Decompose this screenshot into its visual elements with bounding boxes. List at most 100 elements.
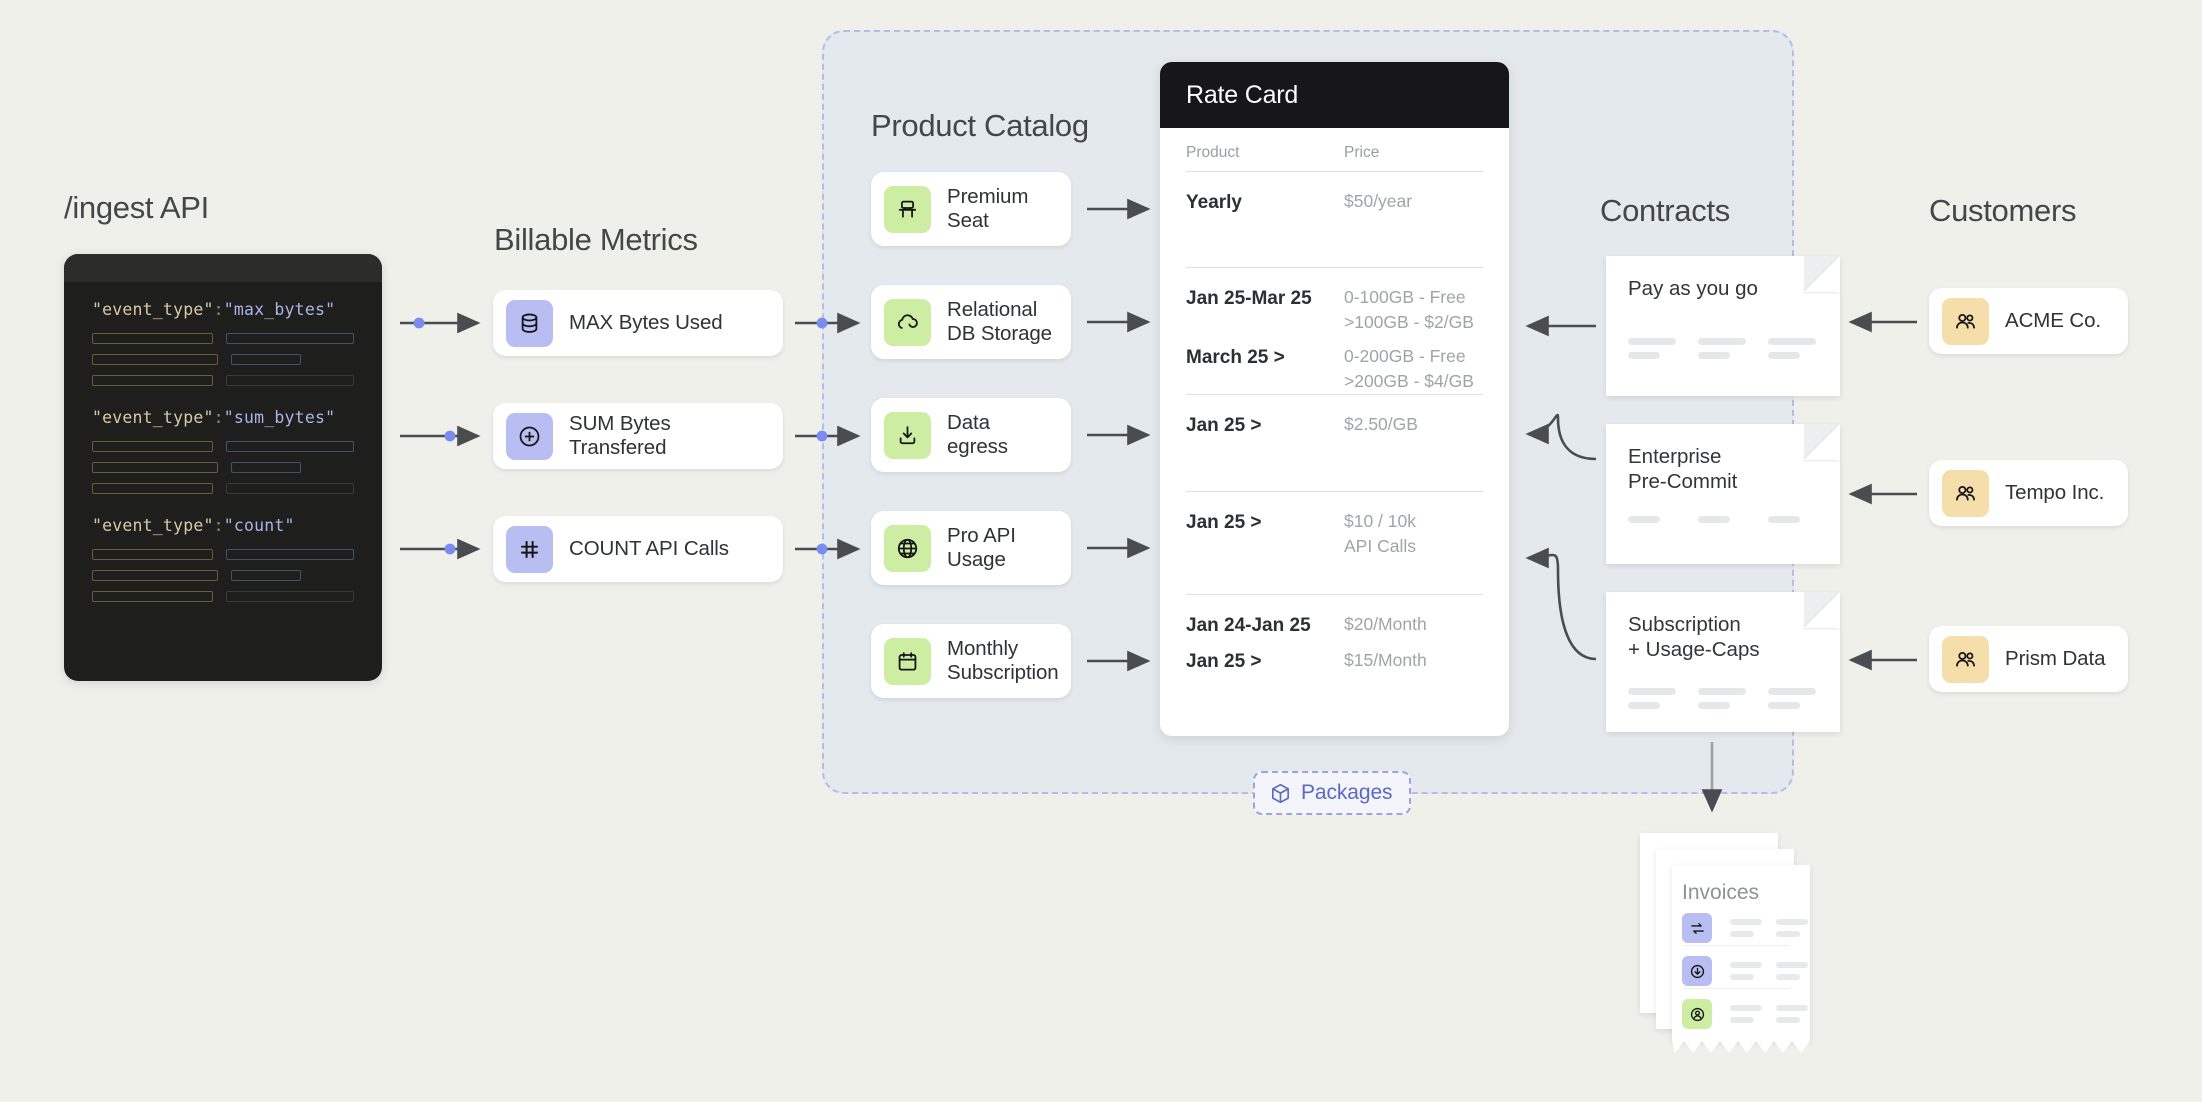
customer-label: Tempo Inc. xyxy=(2005,480,2105,504)
code-window-titlebar xyxy=(64,254,382,282)
ingest-api-code-block: "event_type":"max_bytes" "event_type":"s… xyxy=(64,254,382,681)
customer-label: Prism Data xyxy=(2005,646,2106,670)
rate-price: $50/year xyxy=(1344,191,1413,211)
product-label: Relational DB Storage xyxy=(947,297,1052,345)
rate-card-row: March 25 > 0-200GB - Free >200GB - $4/GB xyxy=(1186,344,1483,395)
rate-card-row: Jan 25-Mar 25 0-100GB - Free >100GB - $2… xyxy=(1186,285,1483,336)
packages-label: Packages xyxy=(1301,781,1393,804)
contract-title: Enterprise Pre-Commit xyxy=(1628,445,1738,493)
packages-badge[interactable]: Packages xyxy=(1253,771,1412,815)
customer-card-tempo-inc[interactable]: Tempo Inc. xyxy=(1929,460,2128,526)
connector-dot xyxy=(413,317,456,555)
database-icon xyxy=(506,299,553,347)
download-circle-icon xyxy=(1682,956,1712,986)
seat-icon xyxy=(884,185,931,233)
invoices-title: Invoices xyxy=(1682,881,1760,904)
rate-price: 0-200GB - Free >200GB - $4/GB xyxy=(1344,345,1474,392)
rate-card-row: Jan 24-Jan 25 $20/Month xyxy=(1186,612,1483,640)
metric-card-sum-bytes-transfered[interactable]: SUM Bytes Transfered xyxy=(493,403,783,469)
metric-label: MAX Bytes Used xyxy=(569,310,723,334)
users-icon xyxy=(1942,297,1989,345)
page-fold-icon xyxy=(1804,592,1840,628)
product-card-monthly-subscription[interactable]: Monthly Subscription xyxy=(871,624,1071,698)
rate-card-row: Jan 25 > $10 / 10k API Calls xyxy=(1186,509,1483,560)
product-card-premium-seat[interactable]: Premium Seat xyxy=(871,172,1071,246)
section-title-contracts: Contracts xyxy=(1600,193,1730,228)
cube-icon xyxy=(1272,783,1289,803)
globe-icon xyxy=(884,524,931,572)
rate-card-panel: Rate Card Product Price Yearly $50/year … xyxy=(1160,62,1509,736)
rate-card-group: Yearly $50/year xyxy=(1186,172,1483,267)
section-title-customers: Customers xyxy=(1929,193,2077,228)
rate-product: Jan 25 > xyxy=(1186,415,1262,436)
rate-card-group: Jan 25-Mar 25 0-100GB - Free >100GB - $2… xyxy=(1186,268,1483,394)
contract-placeholder-lines xyxy=(1628,338,1816,359)
contract-card-enterprise-pre-commit[interactable]: Enterprise Pre-Commit xyxy=(1606,424,1840,564)
rate-card-row: Jan 25 > $15/Month xyxy=(1186,648,1483,676)
product-card-data-egress[interactable]: Data egress xyxy=(871,398,1071,472)
users-icon xyxy=(1942,635,1989,683)
rate-card-column-headers: Product Price xyxy=(1186,144,1483,162)
product-label: Premium Seat xyxy=(947,184,1029,232)
customer-label: ACME Co. xyxy=(2005,308,2102,332)
metric-card-count-api-calls[interactable]: COUNT API Calls xyxy=(493,516,783,582)
users-icon xyxy=(1942,469,1989,517)
rate-card-row: Yearly $50/year xyxy=(1186,189,1483,217)
rate-card-group: Jan 25 > $10 / 10k API Calls xyxy=(1186,492,1483,594)
contract-card-subscription-usage-caps[interactable]: Subscription + Usage-Caps xyxy=(1606,592,1840,732)
product-label: Data egress xyxy=(947,410,1008,458)
code-line-1: "event_type":"max_bytes" xyxy=(92,300,336,319)
contract-card-pay-as-you-go[interactable]: Pay as you go xyxy=(1606,256,1840,396)
rate-card-group: Jan 24-Jan 25 $20/Month Jan 25 > $15/Mon… xyxy=(1186,595,1483,692)
rate-card-header: Rate Card xyxy=(1160,62,1509,128)
page-title-ingest-api: /ingest API xyxy=(64,190,209,225)
user-circle-icon xyxy=(1682,999,1712,1029)
invoice-divider xyxy=(1682,945,1790,946)
page-fold-icon xyxy=(1804,424,1840,460)
rate-product: Yearly xyxy=(1186,192,1242,213)
invoice-divider xyxy=(1682,988,1790,989)
rate-card-header-product: Product xyxy=(1186,144,1240,161)
rate-product: Jan 25 > xyxy=(1186,512,1262,533)
product-label: Monthly Subscription xyxy=(947,636,1059,684)
page-fold-icon xyxy=(1804,256,1840,292)
invoice-row xyxy=(1682,913,1808,943)
invoice-row xyxy=(1682,956,1808,986)
customer-card-prism-data[interactable]: Prism Data xyxy=(1929,626,2128,692)
invoice-row xyxy=(1682,999,1808,1029)
rate-price: $15/Month xyxy=(1344,649,1427,670)
transfer-icon xyxy=(1682,913,1712,943)
product-card-pro-api-usage[interactable]: Pro API Usage xyxy=(871,511,1071,585)
product-card-relational-db-storage[interactable]: Relational DB Storage xyxy=(871,285,1071,359)
metric-label: SUM Bytes Transfered xyxy=(569,411,671,459)
metric-card-max-bytes-used[interactable]: MAX Bytes Used xyxy=(493,290,783,356)
rate-card-header-price: Price xyxy=(1344,144,1380,161)
receipt-zigzag-edge xyxy=(1672,1040,1810,1053)
invoices-stack[interactable]: Invoices xyxy=(1640,833,1820,1058)
rate-price: $10 / 10k API Calls xyxy=(1344,511,1416,557)
calendar-icon xyxy=(884,637,931,685)
contract-placeholder-lines xyxy=(1628,688,1816,709)
rate-card-row: Jan 25 > $2.50/GB xyxy=(1186,412,1483,440)
rate-card-title: Rate Card xyxy=(1186,80,1299,109)
contract-title: Subscription + Usage-Caps xyxy=(1628,613,1760,661)
hash-icon xyxy=(506,525,553,573)
rate-price: 0-100GB - Free >100GB - $2/GB xyxy=(1344,287,1474,333)
rate-product: Jan 25 > xyxy=(1186,650,1262,672)
metric-label: COUNT API Calls xyxy=(569,536,729,560)
code-line-2: "event_type":"sum_bytes" xyxy=(92,408,336,427)
plus-circle-icon xyxy=(506,412,553,460)
section-title-billable-metrics: Billable Metrics xyxy=(494,222,698,257)
download-icon xyxy=(884,411,931,459)
customer-card-acme-co[interactable]: ACME Co. xyxy=(1929,288,2128,354)
rate-price: $20/Month xyxy=(1344,614,1427,634)
rate-product: Jan 25-Mar 25 xyxy=(1186,288,1312,309)
rate-product: Jan 24-Jan 25 xyxy=(1186,615,1311,636)
cloud-icon xyxy=(884,298,931,346)
rate-price: $2.50/GB xyxy=(1344,414,1418,434)
product-label: Pro API Usage xyxy=(947,523,1016,571)
code-line-3: "event_type":"count" xyxy=(92,516,295,535)
contract-title: Pay as you go xyxy=(1628,277,1758,300)
section-title-product-catalog: Product Catalog xyxy=(871,108,1089,143)
rate-card-group: Jan 25 > $2.50/GB xyxy=(1186,395,1483,491)
